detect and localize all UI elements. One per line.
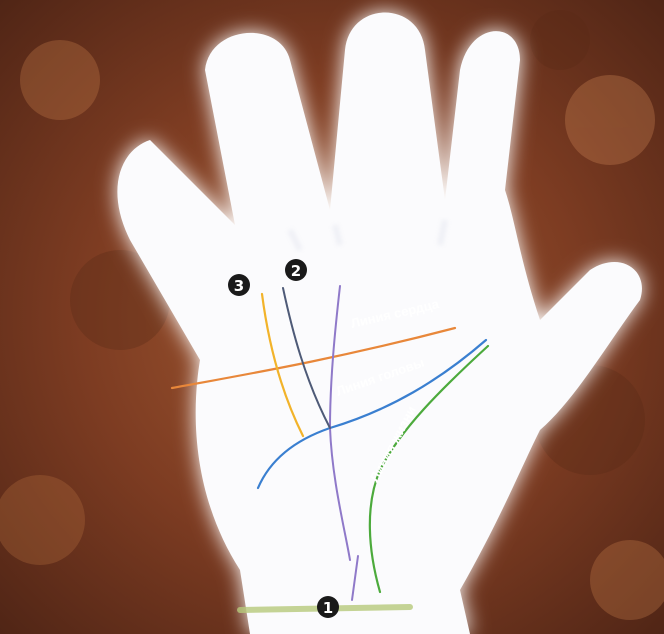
badge-two: 2 — [285, 259, 307, 281]
badge-two-text: 2 — [291, 262, 301, 280]
badge-one-text: 1 — [323, 599, 333, 617]
badge-one: 1 — [317, 596, 339, 618]
badge-three: 3 — [228, 274, 250, 296]
badge-three-text: 3 — [234, 277, 244, 295]
